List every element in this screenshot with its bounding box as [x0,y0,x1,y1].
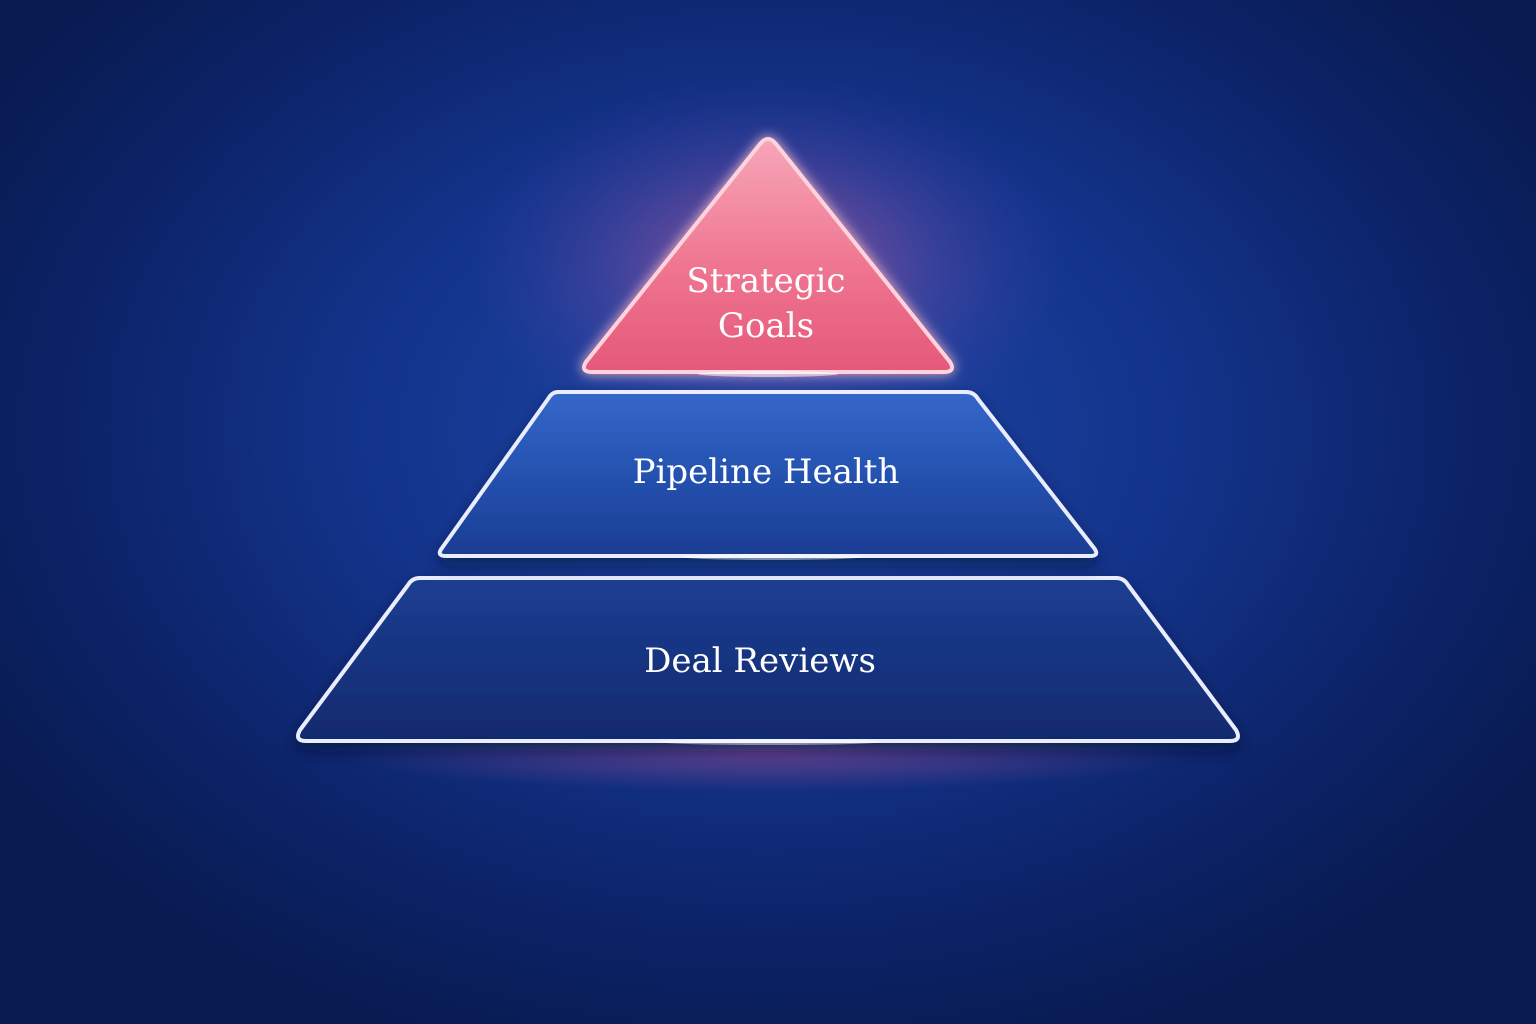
tier-strategic-goals-label-line-2: Goals [718,306,814,346]
tier-pipeline-health-shape [437,390,1099,558]
tier-deal-reviews: Deal Reviews [296,576,1240,743]
tier-pipeline-health: Pipeline Health [437,390,1099,558]
tier-deal-reviews-shape [296,576,1240,743]
tier-strategic-goals-label-line-1: Strategic [687,261,846,301]
bottom-tier-edge-highlight [660,739,880,745]
top-tier-edge-highlight [698,371,838,377]
tier-pipeline-health-label: Pipeline Health [633,452,900,492]
middle-tier-edge-highlight [682,554,862,560]
tier-strategic-goals: Strategic Goals [582,137,954,374]
tier-strategic-goals-shape [582,137,954,374]
tier-deal-reviews-label: Deal Reviews [644,641,876,681]
